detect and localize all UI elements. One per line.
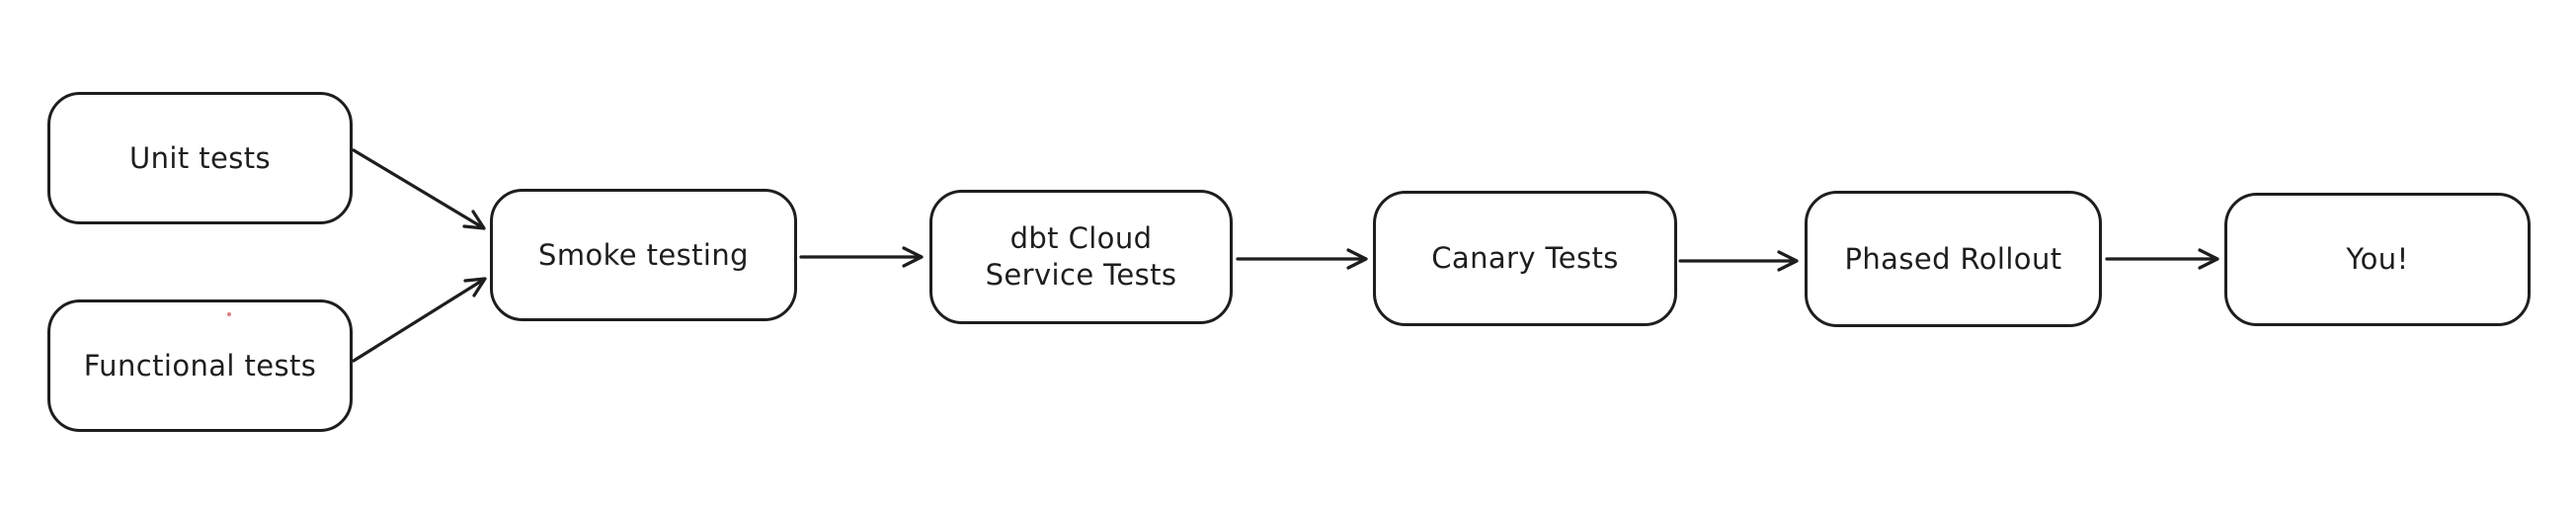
node-you-label: You!: [2346, 242, 2409, 277]
node-functional-tests: Functional tests: [47, 299, 353, 432]
node-canary-tests-label: Canary Tests: [1431, 241, 1619, 276]
node-dbt-cloud-service-tests: dbt Cloud Service Tests: [929, 190, 1233, 324]
node-unit-tests: Unit tests: [47, 92, 353, 224]
arrow-phased-rollout-to-you: [2105, 248, 2219, 270]
red-speck-artifact: [227, 312, 231, 316]
node-you: You!: [2224, 193, 2531, 326]
arrow-smoke-testing-to-dbt-cloud: [799, 246, 924, 268]
arrow-dbt-cloud-to-canary-tests: [1236, 248, 1368, 270]
node-unit-tests-label: Unit tests: [128, 140, 272, 175]
node-smoke-testing-label: Smoke testing: [538, 237, 749, 272]
node-phased-rollout-label: Phased Rollout: [1844, 241, 2062, 276]
arrow-unit-tests-to-smoke-testing: [352, 148, 486, 230]
node-functional-tests-label: Functional tests: [83, 348, 317, 382]
arrow-canary-tests-to-phased-rollout: [1678, 250, 1799, 272]
node-phased-rollout: Phased Rollout: [1805, 191, 2102, 327]
node-canary-tests: Canary Tests: [1373, 191, 1677, 326]
node-dbt-cloud-service-tests-label: dbt Cloud Service Tests: [985, 221, 1177, 292]
node-smoke-testing: Smoke testing: [490, 189, 797, 321]
arrow-functional-tests-to-smoke-testing: [352, 277, 487, 363]
